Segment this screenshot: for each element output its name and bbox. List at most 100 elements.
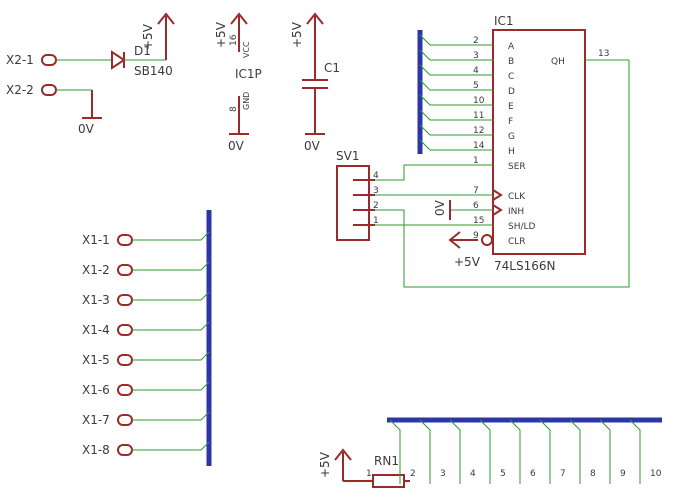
rn1-name: RN1 bbox=[374, 454, 399, 468]
ic1-body bbox=[492, 29, 586, 255]
x1-connector-label: X1-6 bbox=[82, 383, 110, 397]
x1-connector-pad bbox=[117, 264, 133, 276]
rn1-pin-number: 7 bbox=[560, 469, 566, 479]
ic1-input-pin-number: 10 bbox=[473, 96, 485, 106]
x1-connector-label: X1-7 bbox=[82, 413, 110, 427]
c1-supply-arrow bbox=[306, 12, 324, 25]
rn1-supply-arrow bbox=[334, 448, 352, 461]
sv1-4-ser-wire bbox=[375, 164, 493, 181]
x1-connector-wire bbox=[132, 381, 210, 391]
rn1-pin-wire bbox=[629, 419, 641, 484]
x1-connector-label: X1-3 bbox=[82, 293, 110, 307]
x2-2-connector: X2-2 0V bbox=[6, 83, 102, 136]
x1-connector-pad bbox=[117, 414, 133, 426]
x1-connector-wire bbox=[132, 291, 210, 301]
ic1-input-wire bbox=[419, 94, 493, 106]
ic1-input-pin-number: 11 bbox=[473, 111, 484, 121]
ic1-input-pin-name: G bbox=[508, 132, 515, 142]
rn1-pin-wire bbox=[569, 419, 581, 484]
ic1-input-wire bbox=[419, 109, 493, 121]
x1-connector-wire bbox=[132, 351, 210, 361]
ic1-qh-name: QH bbox=[551, 57, 565, 67]
x2-2-gnd-label: 0V bbox=[78, 122, 95, 136]
ic1p-gnd-name: GND bbox=[242, 92, 251, 110]
ic1-input-pin-number: 4 bbox=[473, 66, 479, 76]
rn1-pin-wire bbox=[449, 419, 461, 484]
ic1-input-wire bbox=[419, 79, 493, 91]
ic1-input-pin-name: D bbox=[508, 87, 515, 97]
x1-connector-pad bbox=[117, 384, 133, 396]
x1-connector-pad bbox=[117, 234, 133, 246]
rn1-pin-number: 5 bbox=[500, 469, 506, 479]
ic1p-gnd-pin: 8 bbox=[229, 106, 239, 112]
ic1p-name: IC1P bbox=[235, 67, 262, 81]
c1-name: C1 bbox=[324, 61, 340, 75]
ic1-control-pin-number: 6 bbox=[473, 201, 479, 211]
x1-connector-pad bbox=[117, 354, 133, 366]
sv1-body bbox=[336, 165, 370, 241]
ic1-input-pin-name: C bbox=[508, 72, 514, 82]
ic1-qh-pin: 13 bbox=[598, 49, 609, 59]
diode-symbol bbox=[111, 50, 126, 70]
rn1-pin-number: 9 bbox=[620, 469, 626, 479]
ic1-input-pin-name: F bbox=[508, 117, 513, 127]
ic1-control-pin-number: 9 bbox=[473, 231, 479, 241]
rn1-pin-number: 10 bbox=[650, 469, 662, 479]
ic1p-gnd-label: 0V bbox=[228, 139, 245, 153]
ic1-input-wire bbox=[419, 64, 493, 76]
ic1-clock-marker bbox=[492, 189, 503, 201]
rn1-pin-number: 8 bbox=[590, 469, 596, 479]
ic1-input-pin-name: B bbox=[508, 57, 514, 67]
ic1-control-pin-name: SH/LD bbox=[508, 222, 536, 232]
x2-1-pad bbox=[41, 54, 57, 66]
diode-name: D1 bbox=[134, 44, 151, 58]
diode-supply-label: +5V bbox=[141, 23, 155, 50]
ic1-input-wire bbox=[419, 124, 493, 136]
rn1-pin-wire bbox=[419, 419, 431, 484]
x1-connector-label: X1-8 bbox=[82, 443, 110, 457]
ic1-clr-bubble bbox=[481, 234, 493, 246]
ic1-control-pin-number: 7 bbox=[473, 186, 479, 196]
sv1-name: SV1 bbox=[336, 149, 359, 163]
rn1-pin-wire bbox=[479, 419, 491, 484]
ic1-input-pin-number: 1 bbox=[473, 156, 479, 166]
x1-connector-pad bbox=[117, 324, 133, 336]
ic1-input-pin-name: A bbox=[508, 42, 515, 52]
inh-gnd-label: 0V bbox=[433, 199, 447, 216]
ic1-input-pin-name: SER bbox=[508, 162, 526, 172]
ic1p-vcc-pin: 16 bbox=[229, 34, 239, 46]
rn1-body bbox=[372, 474, 405, 488]
ic1p-power: +5V 16 VCC IC1P 8 GND 0V bbox=[214, 12, 262, 153]
ic1-input-pin-number: 12 bbox=[473, 126, 484, 136]
ic1-clock-marker bbox=[492, 204, 503, 216]
ic1-input-wire bbox=[419, 49, 493, 61]
ic1-name: IC1 bbox=[494, 14, 514, 28]
x2-1-connector: X2-1 bbox=[6, 53, 112, 67]
diode-supply-arrow bbox=[157, 12, 175, 25]
clr-supply-label: +5V bbox=[454, 255, 481, 269]
ic1p-vcc-supply: +5V bbox=[214, 21, 228, 48]
ic1-input-pin-name: H bbox=[508, 147, 515, 157]
ic1-input-wire bbox=[419, 139, 493, 151]
x1-connector-wire bbox=[132, 231, 210, 241]
ic1-control-pin-name: INH bbox=[508, 207, 524, 217]
rn1-pin-wire bbox=[389, 419, 401, 484]
x2-1-label: X2-1 bbox=[6, 53, 34, 67]
ic1-input-pin-name: E bbox=[508, 102, 514, 112]
x1-connector-label: X1-2 bbox=[82, 263, 110, 277]
ic1-input-pin-number: 5 bbox=[473, 81, 479, 91]
ic1-control-pin-number: 15 bbox=[473, 216, 484, 226]
x1-connector-label: X1-1 bbox=[82, 233, 110, 247]
sv1-pin-number: 3 bbox=[373, 186, 379, 196]
x1-connector-pad bbox=[117, 294, 133, 306]
rn1-pin-number: 4 bbox=[470, 469, 476, 479]
c1-supply-label: +5V bbox=[290, 21, 304, 48]
rn1-pin-wire bbox=[509, 419, 521, 484]
rn1-pin-wire bbox=[599, 419, 611, 484]
